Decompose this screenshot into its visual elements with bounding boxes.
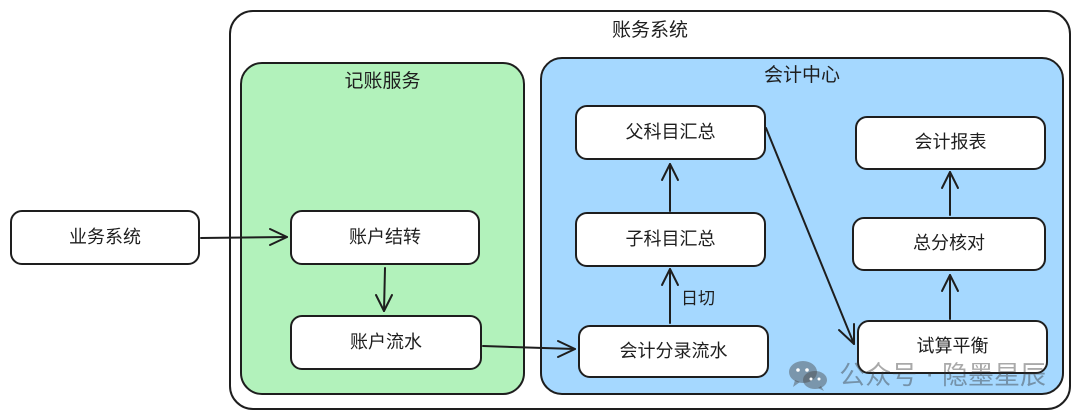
parent-subject-summary-node: 父科目汇总 [575,105,766,160]
wechat-icon [789,361,828,391]
trial-balance-node: 试算平衡 [857,320,1048,374]
child-subject-summary-node: 子科目汇总 [575,212,766,267]
watermark-text: 公众号 · 隐墨星辰 [839,361,1046,391]
day-cut-label: 日切 [681,289,715,309]
accounting-center-title: 会计中心 [763,64,840,86]
total-sub-reconciliation-node: 总分核对 [852,217,1046,271]
accounting-entry-flow-node: 会计分录流水 [578,325,769,378]
watermark: 公众号 · 隐墨星辰 [787,357,1046,395]
account-flow-node: 账户流水 [290,315,482,370]
accounting-report-node: 会计报表 [855,116,1046,170]
accounting-system-title: 账务系统 [611,19,688,41]
account-transfer-node: 账户结转 [290,210,480,265]
bookkeeping-service-title: 记账服务 [344,70,421,92]
business-system-node: 业务系统 [10,210,200,265]
